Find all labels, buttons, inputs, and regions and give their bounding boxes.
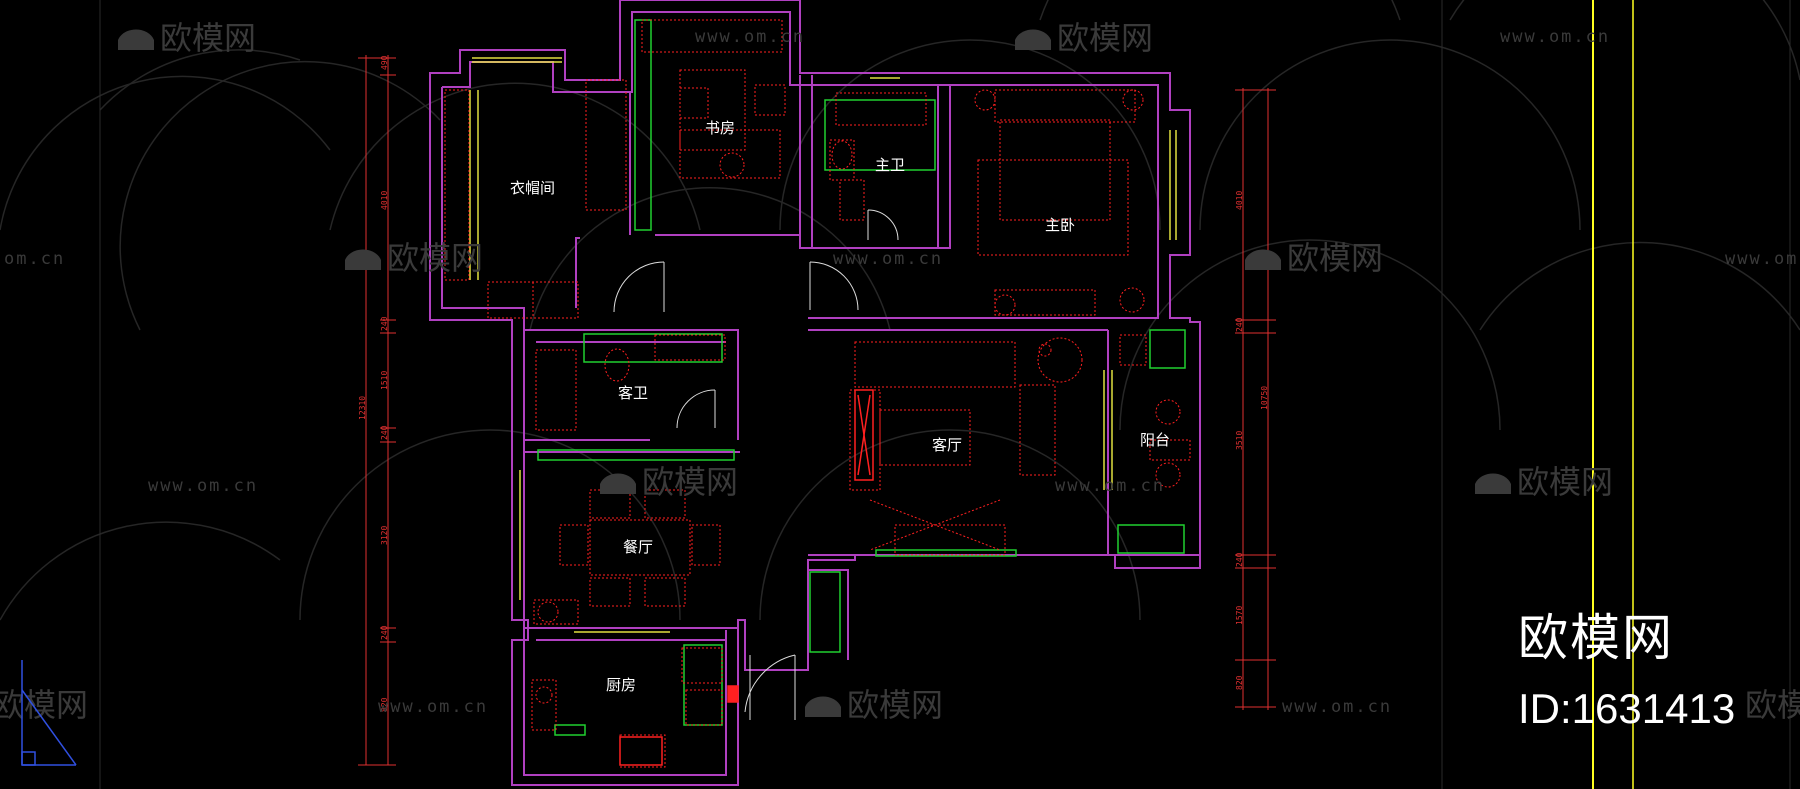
sofa-logo-icon	[1015, 29, 1051, 50]
watermark-url-8: www.om.cn	[1282, 697, 1392, 717]
svg-text:欧模网: 欧模网	[387, 239, 483, 277]
dim-left-8: 820	[380, 697, 389, 712]
watermark-url-4: www.om.cn	[1725, 249, 1800, 269]
dim-left-total: 12310	[358, 396, 367, 420]
watermark-url-7: www.om.cn	[378, 697, 488, 717]
watermark-1: 欧模网	[118, 19, 256, 57]
room-label-kitchen: 厨房	[606, 676, 636, 694]
room-label-balcony: 阳台	[1140, 431, 1170, 449]
dim-right-3: 3510	[1235, 431, 1244, 450]
door-swings	[613, 209, 899, 720]
dim-right-5: 1570	[1235, 606, 1244, 625]
watermark-url-3: www.om.cn	[833, 249, 943, 269]
svg-text:欧模网: 欧模网	[1057, 19, 1153, 57]
watermark-2: 欧模网	[1015, 19, 1153, 57]
dim-left-5: 240	[380, 425, 389, 440]
svg-text:欧模网: 欧模网	[1287, 239, 1383, 277]
svg-text:欧模网: 欧模网	[847, 686, 943, 724]
dim-right-total: 10750	[1260, 386, 1269, 410]
furniture	[444, 19, 1191, 768]
watermark-6: 欧模网	[1475, 463, 1613, 501]
dim-left-4: 1510	[380, 371, 389, 390]
svg-text:欧模网: 欧模网	[642, 463, 738, 501]
watermark-4: 欧模网	[1245, 239, 1383, 277]
dimension-chain-right	[1235, 88, 1276, 710]
watermark-5: 欧模网	[600, 463, 738, 501]
dimension-labels-right: 4010 240 3510 240 1570 820 10750	[1235, 191, 1269, 690]
watermark-rings	[0, 0, 1800, 621]
dimension-labels-left: 490 4010 240 1510 240 3120 240 820 12310	[358, 55, 389, 712]
windows	[469, 57, 1177, 633]
dim-right-2: 240	[1235, 317, 1244, 332]
watermark-url-1: www.om.cn	[695, 27, 805, 47]
watermark-8: 欧模网	[0, 686, 88, 724]
dimension-chain-left	[358, 55, 396, 766]
watermark-7: 欧模网	[805, 686, 943, 724]
guide-lines	[99, 0, 1791, 789]
svg-text:欧模网: 欧模网	[1517, 463, 1613, 501]
dim-left-6: 3120	[380, 526, 389, 545]
watermark-url-6: www.om.cn	[1055, 476, 1165, 496]
watermark-3: 欧模网	[345, 239, 483, 277]
sofa-logo-icon	[118, 29, 154, 50]
furniture-solid	[619, 389, 874, 766]
room-label-dining-room: 餐厅	[623, 538, 653, 556]
room-label-cloakroom: 衣帽间	[510, 179, 555, 197]
room-label-living-room: 客厅	[932, 436, 962, 454]
watermark-9: 欧模网	[1745, 686, 1800, 724]
dim-left-3: 240	[380, 316, 389, 331]
dim-left-1: 490	[380, 55, 389, 70]
svg-text:欧模网: 欧模网	[160, 19, 256, 57]
dim-left-2: 4010	[380, 191, 389, 210]
sofa-logo-icon	[1245, 249, 1281, 270]
sofa-logo-icon	[345, 249, 381, 270]
sofa-logo-icon	[1475, 473, 1511, 494]
brand-name: 欧模网	[1518, 609, 1674, 667]
walls	[429, 0, 1201, 786]
watermark-url-5: www.om.cn	[148, 476, 258, 496]
room-labels: 衣帽间 书房 主卫 主卧 客卫 客厅 阳台 餐厅 厨房	[510, 119, 1170, 694]
sofa-logo-icon	[805, 696, 841, 717]
dim-right-6: 820	[1235, 675, 1244, 690]
room-label-study: 书房	[705, 119, 735, 137]
dim-right-4: 240	[1235, 552, 1244, 567]
sofa-logo-icon	[600, 473, 636, 494]
cabinets	[537, 19, 1186, 736]
watermark-url-9: om.cn	[4, 249, 65, 269]
brand-id: ID:1631413	[1518, 685, 1736, 732]
dim-right-1: 4010	[1235, 191, 1244, 210]
watermark-texts: 欧模网 欧模网 欧模网 欧模网 欧模网 欧模网 欧模网 欧模网 欧模网 www.…	[0, 19, 1800, 724]
dim-left-7: 240	[380, 625, 389, 640]
room-label-master-bedroom: 主卧	[1045, 216, 1075, 234]
ucs-axis-icon	[21, 660, 77, 766]
room-label-guest-bath: 客卫	[618, 384, 648, 402]
watermark-url-2: www.om.cn	[1500, 27, 1610, 47]
room-label-master-bath: 主卫	[875, 156, 905, 174]
